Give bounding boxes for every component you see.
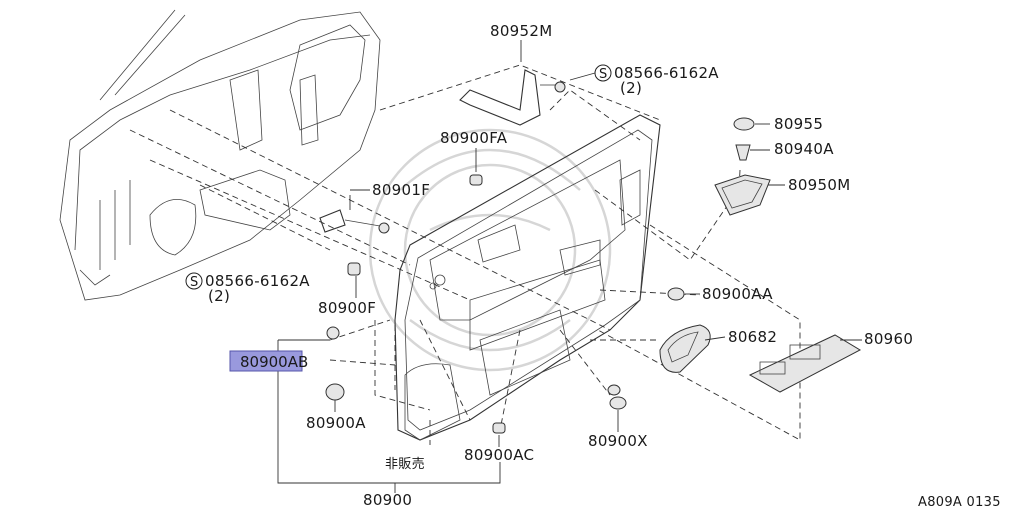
label-80952M[interactable]: 80952M [490, 22, 552, 40]
part-80940A-clip [735, 144, 751, 161]
watermark-emblem [368, 128, 612, 372]
part-80955-cap [733, 117, 755, 131]
label-80900AA[interactable]: 80900AA [702, 285, 773, 303]
door-trim-panel [394, 114, 661, 441]
part-80900F-clip [347, 262, 361, 276]
label-08566-left[interactable]: 08566-6162A [205, 272, 310, 290]
label-80900[interactable]: 80900 [363, 491, 412, 509]
door-shell [59, 9, 381, 301]
label-80900F[interactable]: 80900F [318, 299, 376, 317]
label-08566-top-qty: (2) [620, 79, 642, 97]
label-80900A[interactable]: 80900A [306, 414, 366, 432]
part-80900A-clip [325, 383, 345, 401]
label-not-for-sale: 非販売 [385, 456, 425, 472]
label-80901F[interactable]: 80901F [372, 181, 430, 199]
highlight-80900AB[interactable] [229, 350, 303, 372]
label-80960[interactable]: 80960 [864, 330, 913, 348]
part-80952M-bracket [459, 69, 566, 126]
label-80955[interactable]: 80955 [774, 115, 823, 133]
part-80960-switch [748, 334, 862, 393]
label-08566-top[interactable]: 08566-6162A [614, 64, 719, 82]
label-08566-left-qty: (2) [208, 287, 230, 305]
part-80900AC-clip [492, 422, 506, 434]
label-80900FA[interactable]: 80900FA [440, 129, 508, 147]
screw-symbol-top: S [594, 64, 612, 82]
screw-symbol-letter: S [190, 275, 199, 290]
part-80900FA-clip [469, 174, 483, 186]
label-80682[interactable]: 80682 [728, 328, 777, 346]
label-80900AB[interactable]: 80900AB [240, 353, 308, 371]
label-80900AC[interactable]: 80900AC [464, 446, 534, 464]
part-80901F-bracket [319, 209, 390, 234]
label-80940A[interactable]: 80940A [774, 140, 834, 158]
part-80950M-pocket [714, 174, 771, 216]
screw-symbol-left: S [185, 272, 203, 290]
part-80900X-screw [607, 384, 627, 410]
screw-symbol-letter: S [599, 67, 608, 82]
diagram-code: A809A 0135 [918, 495, 1001, 510]
part-80900AB-clip [326, 326, 340, 340]
label-80950M[interactable]: 80950M [788, 176, 850, 194]
label-80900X[interactable]: 80900X [588, 432, 648, 450]
part-80682-escutcheon [659, 324, 711, 373]
dashed-leaders [129, 64, 801, 445]
part-80900AA-clip [667, 287, 685, 301]
